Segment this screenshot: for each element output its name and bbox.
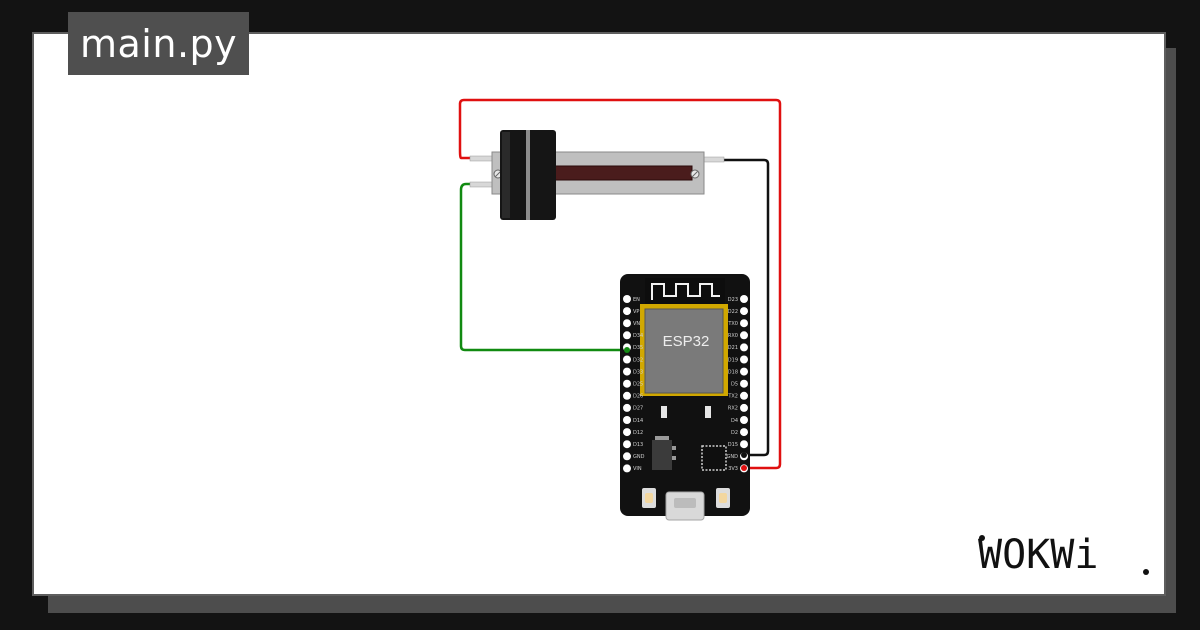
pin-label-left-d12: D12 xyxy=(633,430,643,436)
pin-label-right-tx2: TX2 xyxy=(727,394,738,400)
header-pin-left-d12[interactable] xyxy=(623,428,631,437)
pin-label-left-d27: D27 xyxy=(633,406,643,412)
header-pin-left-d26[interactable] xyxy=(623,391,631,400)
slide-potentiometer[interactable] xyxy=(469,130,725,220)
pin-label-left-d33: D33 xyxy=(633,369,643,375)
header-pin-right-d4[interactable] xyxy=(740,416,748,424)
header-pin-right-tx2[interactable] xyxy=(740,391,748,400)
pin-label-right-d18: D18 xyxy=(728,369,738,375)
pin-label-left-vp: VP xyxy=(633,309,639,315)
slider-knob[interactable] xyxy=(500,130,556,220)
pin-label-left-gnd: GND xyxy=(633,454,645,460)
pin-label-right-tx0: TX0 xyxy=(727,321,738,327)
pin-label-left-d26: D26 xyxy=(633,394,643,400)
wire-signal[interactable] xyxy=(459,182,627,352)
wire-ground[interactable] xyxy=(722,158,770,457)
header-pin-right-rx2[interactable] xyxy=(740,403,748,412)
pin-label-left-vin: VIN xyxy=(633,466,642,472)
pin-label-right-d5: D5 xyxy=(731,382,738,388)
header-pin-right-d18[interactable] xyxy=(740,367,748,376)
file-tab-main-py[interactable]: main.py xyxy=(68,12,250,75)
file-tab-label: main.py xyxy=(80,21,238,66)
boot-button[interactable] xyxy=(642,488,656,508)
pin-label-left-d25: D25 xyxy=(633,382,643,388)
pin-label-right-rx0: RX0 xyxy=(728,333,738,339)
header-pin-left-gnd[interactable] xyxy=(623,452,631,461)
pin-label-left-d32: D32 xyxy=(633,357,643,363)
header-pin-left-d33[interactable] xyxy=(623,367,631,376)
header-pin-left-d14[interactable] xyxy=(623,416,631,424)
wokwi-logo-text: WOKWi xyxy=(978,532,1098,578)
header-pin-right-d5[interactable] xyxy=(740,379,748,388)
wire-power[interactable] xyxy=(458,98,782,470)
pin-label-left-d35: D35 xyxy=(633,345,643,351)
pin-label-right-d22: D22 xyxy=(728,309,738,315)
header-pin-right-d2[interactable] xyxy=(740,428,748,437)
pin-label-right-d4: D4 xyxy=(731,418,738,424)
header-pin-right-d21[interactable] xyxy=(740,343,748,352)
pin-label-left-d34: D34 xyxy=(633,333,643,339)
header-pin-left-d13[interactable] xyxy=(623,440,631,449)
header-pin-left-d34[interactable] xyxy=(623,331,631,340)
chip-label: ESP32 xyxy=(663,333,710,350)
pin-label-left-vn: VN xyxy=(633,321,640,327)
header-pin-left-en[interactable] xyxy=(623,295,631,303)
header-pin-left-vp[interactable] xyxy=(623,307,631,316)
pin-label-left-d14: D14 xyxy=(633,418,643,424)
pin-label-right-d21: D21 xyxy=(728,345,738,351)
pin-label-right-d19: D19 xyxy=(728,357,738,363)
antenna-trace xyxy=(651,283,720,300)
reset-button[interactable] xyxy=(716,488,730,508)
header-pin-left-d27[interactable] xyxy=(623,403,631,412)
pin-label-right-rx2: RX2 xyxy=(728,406,738,412)
header-pin-left-d32[interactable] xyxy=(623,355,631,364)
header-pin-right-d15[interactable] xyxy=(740,440,748,449)
pin-label-right-d2: D2 xyxy=(731,430,738,436)
header-pin-right-d23[interactable] xyxy=(740,295,748,303)
header-pin-right-rx0[interactable] xyxy=(740,331,748,340)
esp32-board[interactable]: ESP32 ENVPVND34D35D32D33D25D26D27D14D12D… xyxy=(620,274,750,521)
header-pin-left-vin[interactable] xyxy=(623,464,631,473)
header-pin-right-tx0[interactable] xyxy=(740,319,748,328)
pin-label-right-d15: D15 xyxy=(728,442,738,448)
simulation-canvas[interactable] xyxy=(32,32,1166,596)
pin-label-left-d13: D13 xyxy=(633,442,643,448)
pin-label-right-d23: D23 xyxy=(728,297,738,303)
header-pin-left-vn[interactable] xyxy=(623,319,631,328)
pin-label-right-gnd: GND xyxy=(727,454,739,460)
header-pin-right-d22[interactable] xyxy=(740,307,748,316)
pin-label-right-3v3: 3V3 xyxy=(728,466,738,472)
wokwi-logo: WOKWi xyxy=(978,532,1149,578)
header-pin-left-d25[interactable] xyxy=(623,379,631,388)
pin-label-left-en: EN xyxy=(633,297,640,303)
header-pin-right-d19[interactable] xyxy=(740,355,748,364)
